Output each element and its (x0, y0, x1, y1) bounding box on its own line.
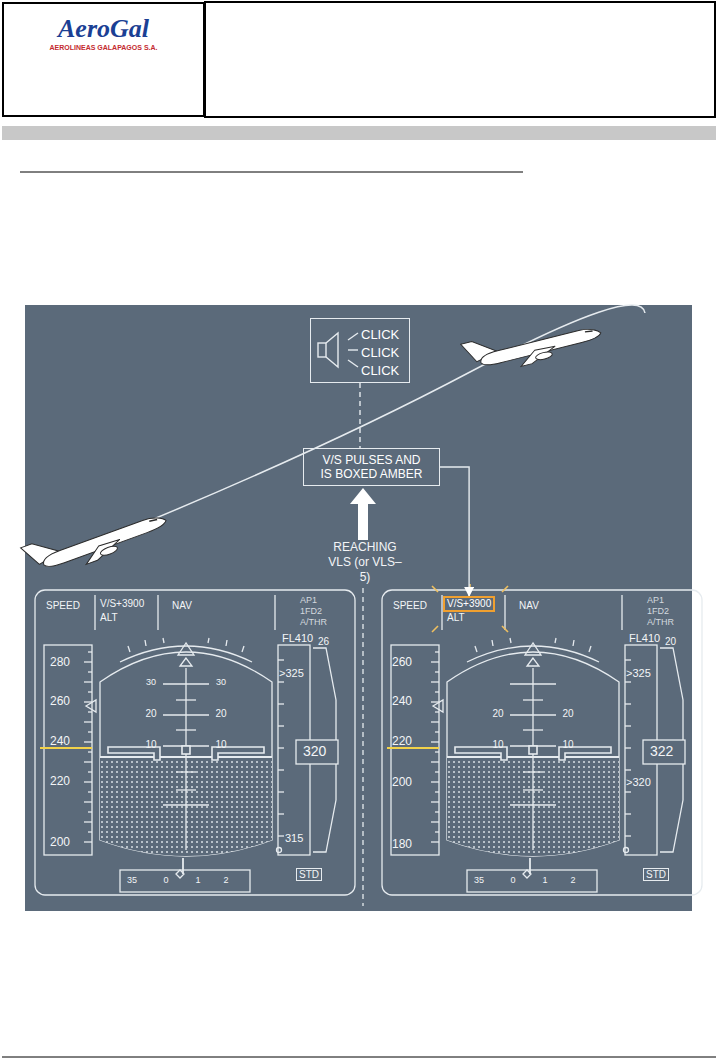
display-readout: 2 (570, 876, 575, 886)
display-readout: AP1 (300, 596, 317, 606)
display-readout: 1FD2 (647, 607, 669, 617)
display-readout: 315 (285, 832, 303, 844)
drawing-stroke (502, 586, 508, 592)
display-readout: 20 (665, 636, 676, 647)
annotation: REACHING VLS (or VLS–5) (326, 540, 404, 585)
display-readout: SPEED (46, 600, 80, 611)
display-readout: FL410 (629, 632, 660, 644)
display-readout: >325 (279, 667, 304, 679)
display-readout: A/THR (300, 618, 327, 628)
display-readout: 1 (195, 876, 200, 886)
drawing-stroke (326, 333, 338, 367)
display-readout: STD (643, 868, 669, 881)
display-readout: NAV (519, 600, 539, 611)
box-text: AeroGal (58, 16, 149, 42)
display-readout: NAV (172, 600, 192, 611)
display-readout: STD (296, 868, 322, 881)
logo-cell: AeroGalAEROLINEAS GALAPAGOS S.A. (2, 2, 205, 117)
display-readout: 200 (50, 836, 70, 849)
box-text: V/S PULSES AND IS BOXED AMBER (318, 453, 425, 481)
drawing-stroke (20, 172, 523, 173)
drawing-stroke (2, 1057, 716, 1058)
display-readout: >320 (626, 776, 651, 788)
display-readout: 200 (392, 776, 412, 789)
display-readout: 35 (127, 876, 137, 886)
display-readout: 240 (50, 735, 70, 748)
pulse-rays (432, 584, 508, 632)
display-readout: 35 (474, 876, 484, 886)
display-readout: 10 (492, 739, 503, 750)
drawing-stroke (348, 360, 358, 367)
aircraft (21, 498, 171, 584)
drawing-stroke (432, 586, 438, 592)
display-readout: 20 (492, 708, 503, 719)
display-readout: 10 (215, 739, 226, 750)
sound-box: CLICKCLICKCLICK (310, 318, 410, 383)
display-readout: 260 (50, 695, 70, 708)
display-readout: 0 (510, 876, 515, 886)
display-readout: 260 (392, 656, 412, 669)
display-readout: 320 (303, 744, 326, 759)
display-readout: 26 (318, 636, 329, 647)
drawing-stroke (318, 343, 326, 357)
drawing-stroke (348, 349, 358, 350)
display-readout: 30 (216, 678, 226, 688)
display-readout: SPEED (393, 600, 427, 611)
pfd-display (382, 590, 702, 895)
display-readout: AP1 (647, 596, 664, 606)
display-readout: 20 (215, 708, 226, 719)
display-readout: FL410 (282, 632, 313, 644)
connector (440, 467, 469, 596)
box-text: CLICK (361, 344, 405, 362)
connector (359, 383, 360, 448)
box-text: CLICK (361, 326, 405, 344)
box-text: CLICK (361, 362, 405, 380)
display-readout: 1 (542, 876, 547, 886)
display-readout: 10 (145, 739, 156, 750)
aircraft (461, 311, 604, 380)
display-readout: 20 (145, 708, 156, 719)
box-text: V/S+3900 (447, 598, 491, 610)
note-box: V/S PULSES AND IS BOXED AMBER (303, 448, 440, 486)
display-readout: 220 (392, 735, 412, 748)
display-readout: 20 (562, 708, 573, 719)
drawing-stroke (2, 126, 716, 140)
display-readout: >325 (626, 667, 651, 679)
reaching-arrow (350, 488, 376, 540)
drawing-stroke (205, 2, 715, 117)
pfd-display (35, 590, 355, 895)
box-text: AEROLINEAS GALAPAGOS S.A. (50, 44, 158, 51)
display-readout: 30 (146, 678, 156, 688)
drawing-stroke (432, 626, 438, 632)
display-readout: 240 (392, 695, 412, 708)
display-readout: 180 (392, 838, 412, 851)
speaker-icon (318, 333, 358, 367)
display-readout: V/S+3900 (100, 598, 144, 609)
display-readout: 280 (50, 656, 70, 669)
boxed-mode: V/S+3900 (443, 596, 495, 612)
drawing-stroke (502, 626, 508, 632)
drawing-stroke (469, 584, 471, 591)
display-readout: ALT (447, 612, 465, 623)
display-readout: ALT (100, 612, 118, 623)
display-readout: 220 (50, 775, 70, 788)
drawing-stroke (348, 333, 358, 340)
display-readout: 322 (650, 744, 673, 759)
dashed-divider (362, 588, 363, 906)
display-readout: 10 (562, 739, 573, 750)
display-readout: 0 (163, 876, 168, 886)
display-readout: A/THR (647, 618, 674, 628)
display-readout: 2 (223, 876, 228, 886)
display-readout: 1FD2 (300, 607, 322, 617)
